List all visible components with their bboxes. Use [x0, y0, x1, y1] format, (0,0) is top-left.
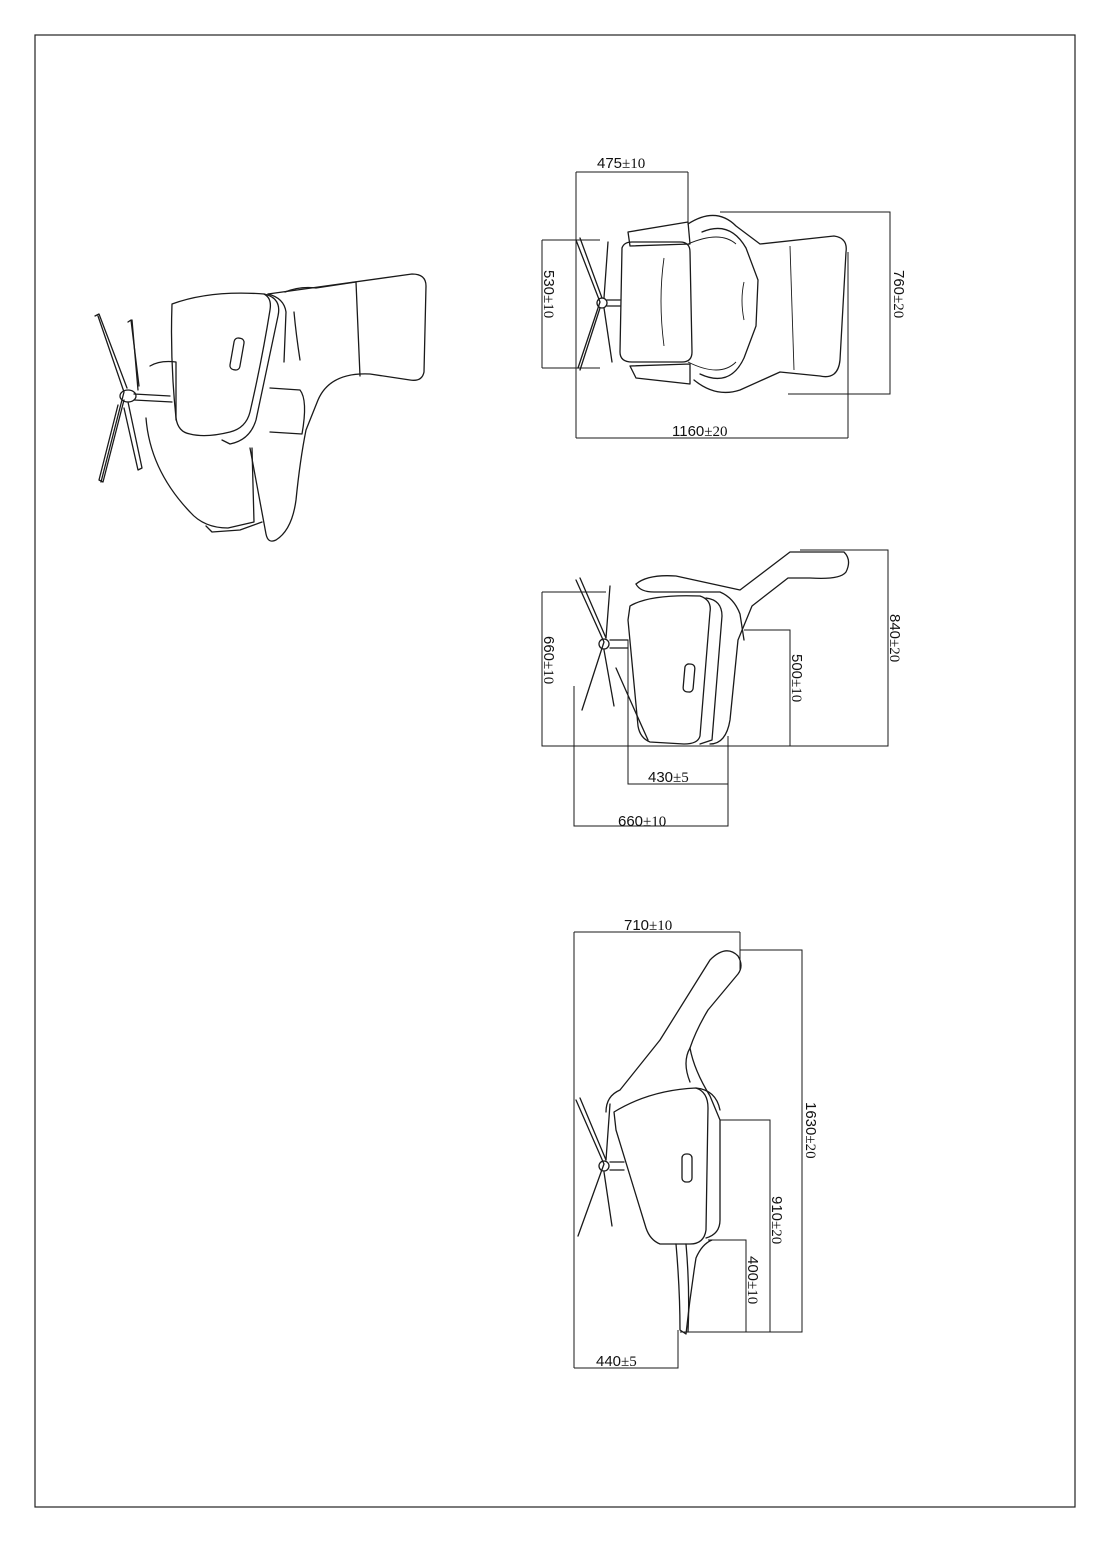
reclined-view-dimensions	[573, 931, 803, 1369]
dim-top-width: 475±10	[597, 155, 645, 172]
dim-side-seat: 430±5	[648, 769, 689, 786]
isometric-star-base	[94, 313, 173, 483]
dim-side-base: 660±10	[618, 813, 666, 830]
side-view: 660±10 840±20 500±10 430±5 660±10	[540, 549, 903, 830]
dim-top-depth: 530±10	[540, 270, 557, 318]
isometric-view	[94, 273, 427, 542]
isometric-chair-body	[145, 273, 427, 542]
dim-rec-arm: 910±20	[768, 1196, 785, 1244]
dim-rec-seat: 400±10	[744, 1256, 761, 1304]
dim-side-overall: 840±20	[886, 614, 903, 662]
side-view-chair	[575, 551, 850, 745]
dim-side-height: 660±10	[540, 636, 557, 684]
drawing-frame	[34, 34, 1076, 1508]
dim-rec-width: 710±10	[624, 917, 672, 934]
dim-top-height: 760±20	[890, 270, 907, 318]
side-view-dimensions	[541, 549, 889, 827]
reclined-view-chair	[575, 950, 742, 1335]
isometric-quilted-seat	[170, 292, 280, 445]
dim-side-arm: 500±10	[788, 654, 805, 702]
reclined-view: 710±10 1630±20 910±20 400±10 440±5	[573, 917, 819, 1370]
top-view-chair	[575, 214, 847, 394]
dim-rec-length: 1630±20	[802, 1102, 819, 1159]
dim-top-length: 1160±20	[672, 423, 728, 440]
dim-rec-base: 440±5	[596, 1353, 637, 1370]
top-view: 475±10 530±10 760±20 1160±20	[540, 155, 907, 440]
top-view-dimensions	[541, 171, 891, 439]
